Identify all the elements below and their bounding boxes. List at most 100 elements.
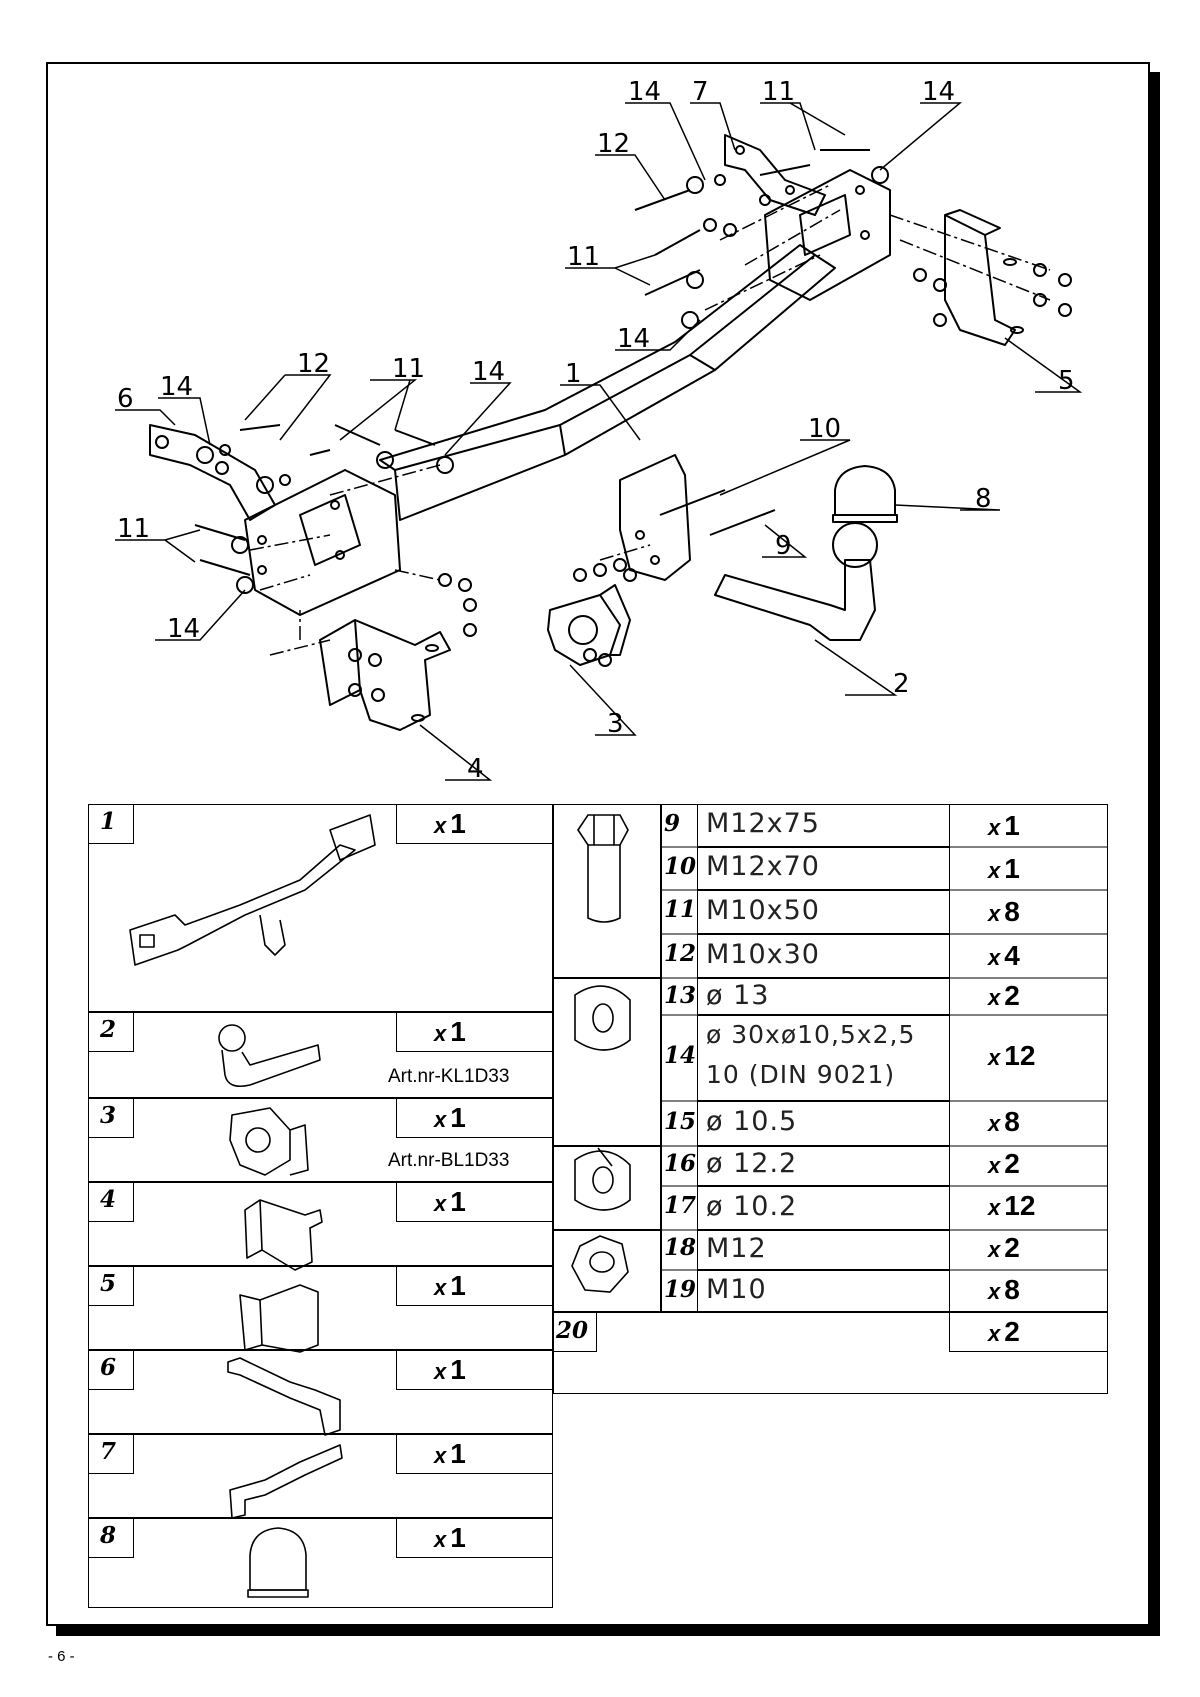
part-number-8: 8 — [100, 1522, 117, 1549]
page-number: - 6 - — [48, 1648, 75, 1665]
label-3: 3 — [607, 709, 624, 739]
hw-number-20: 20 — [556, 1317, 589, 1344]
hw-number-16: 16 — [664, 1150, 697, 1177]
label-2: 2 — [893, 669, 910, 699]
label-11-top: 11 — [762, 77, 795, 107]
hw-qty-column — [949, 804, 1108, 1312]
hw-number-19: 19 — [664, 1276, 697, 1303]
spring-washer-image-cell — [553, 1146, 661, 1230]
part-num-box-3 — [88, 1098, 134, 1138]
label-10: 10 — [808, 414, 841, 444]
part-number-7: 7 — [100, 1438, 117, 1465]
hw-spec-11: M10x50 — [706, 895, 820, 926]
part-qty-box-3 — [396, 1098, 553, 1138]
part-number-6: 6 — [100, 1354, 117, 1381]
hw-number-13: 13 — [664, 982, 697, 1009]
art-number-2: Art.nr-KL1D33 — [388, 1066, 510, 1087]
nut-image-cell — [553, 1230, 661, 1312]
hw-spec-14-din: 10 (DIN 9021) — [706, 1060, 896, 1089]
hw-spec-9: M12x75 — [706, 808, 820, 839]
crossbar — [394, 254, 836, 521]
washer-image-cell — [553, 978, 661, 1146]
part-qty-box-5 — [396, 1266, 553, 1306]
label-4: 4 — [467, 754, 484, 784]
part-number-4: 4 — [100, 1186, 117, 1213]
right-mount-plate — [764, 169, 891, 301]
hw-number-12: 12 — [664, 940, 697, 967]
frame-shadow-bottom — [56, 1626, 1160, 1636]
hw-spec-14: ø 30xø10,5x2,5 — [706, 1020, 916, 1049]
part-num-box-6 — [88, 1350, 134, 1390]
hw-spec-18: M12 — [706, 1233, 767, 1264]
assembly-diagram: 14 7 11 14 12 11 14 6 14 12 11 14 1 10 8… — [115, 77, 1083, 784]
label-11-left: 11 — [392, 354, 425, 384]
hw-qty-box-20 — [949, 1312, 1108, 1352]
part-qty-box-6 — [396, 1350, 553, 1390]
bracket-6 — [149, 424, 276, 521]
label-1: 1 — [565, 359, 582, 389]
frame-shadow-right — [1150, 72, 1160, 1636]
label-11-lower: 11 — [117, 514, 150, 544]
hw-number-14: 14 — [664, 1042, 697, 1069]
hw-number-9: 9 — [664, 810, 681, 837]
hw-number-15: 15 — [664, 1108, 697, 1135]
label-11-mid: 11 — [567, 242, 600, 272]
part-number-3: 3 — [100, 1102, 117, 1129]
hw-number-17: 17 — [664, 1192, 697, 1219]
part-number-1: 1 — [100, 808, 117, 835]
hw-spec-19: M10 — [706, 1274, 767, 1305]
label-14-top: 14 — [628, 77, 661, 107]
hw-number-11: 11 — [664, 896, 697, 923]
hw-spec-12: M10x30 — [706, 939, 820, 970]
label-14-lower: 14 — [167, 614, 200, 644]
label-14-left: 14 — [160, 372, 193, 402]
label-14-center: 14 — [472, 357, 505, 387]
label-14-mid: 14 — [617, 324, 650, 354]
part-num-box-8 — [88, 1518, 134, 1558]
bracket-5 — [944, 214, 1016, 346]
hw-spec-17: ø 10.2 — [706, 1191, 798, 1222]
label-5: 5 — [1058, 366, 1075, 396]
hw-spec-10: M12x70 — [706, 851, 820, 882]
part-number-2: 2 — [100, 1016, 117, 1043]
center-hanger — [619, 454, 691, 581]
hw-spec-15: ø 10.5 — [706, 1106, 798, 1137]
label-7: 7 — [692, 77, 709, 107]
label-12-top: 12 — [597, 129, 630, 159]
label-6: 6 — [117, 384, 134, 414]
ball-cap-8 — [834, 465, 896, 516]
part-num-box-7 — [88, 1434, 134, 1474]
bolt-image-cell — [553, 804, 661, 978]
part-number-5: 5 — [100, 1270, 117, 1297]
label-9: 9 — [775, 531, 792, 561]
label-14-right: 14 — [922, 77, 955, 107]
part-num-box-2 — [88, 1012, 134, 1052]
tow-ball-neck-2 — [714, 559, 876, 641]
part-qty-box-7 — [396, 1434, 553, 1474]
part-num-box-1 — [88, 804, 134, 844]
label-8: 8 — [975, 484, 992, 514]
art-number-3: Art.nr-BL1D33 — [388, 1150, 510, 1171]
label-12-left: 12 — [297, 349, 330, 379]
part-qty-box-4 — [396, 1182, 553, 1222]
hw-number-10: 10 — [664, 853, 697, 880]
